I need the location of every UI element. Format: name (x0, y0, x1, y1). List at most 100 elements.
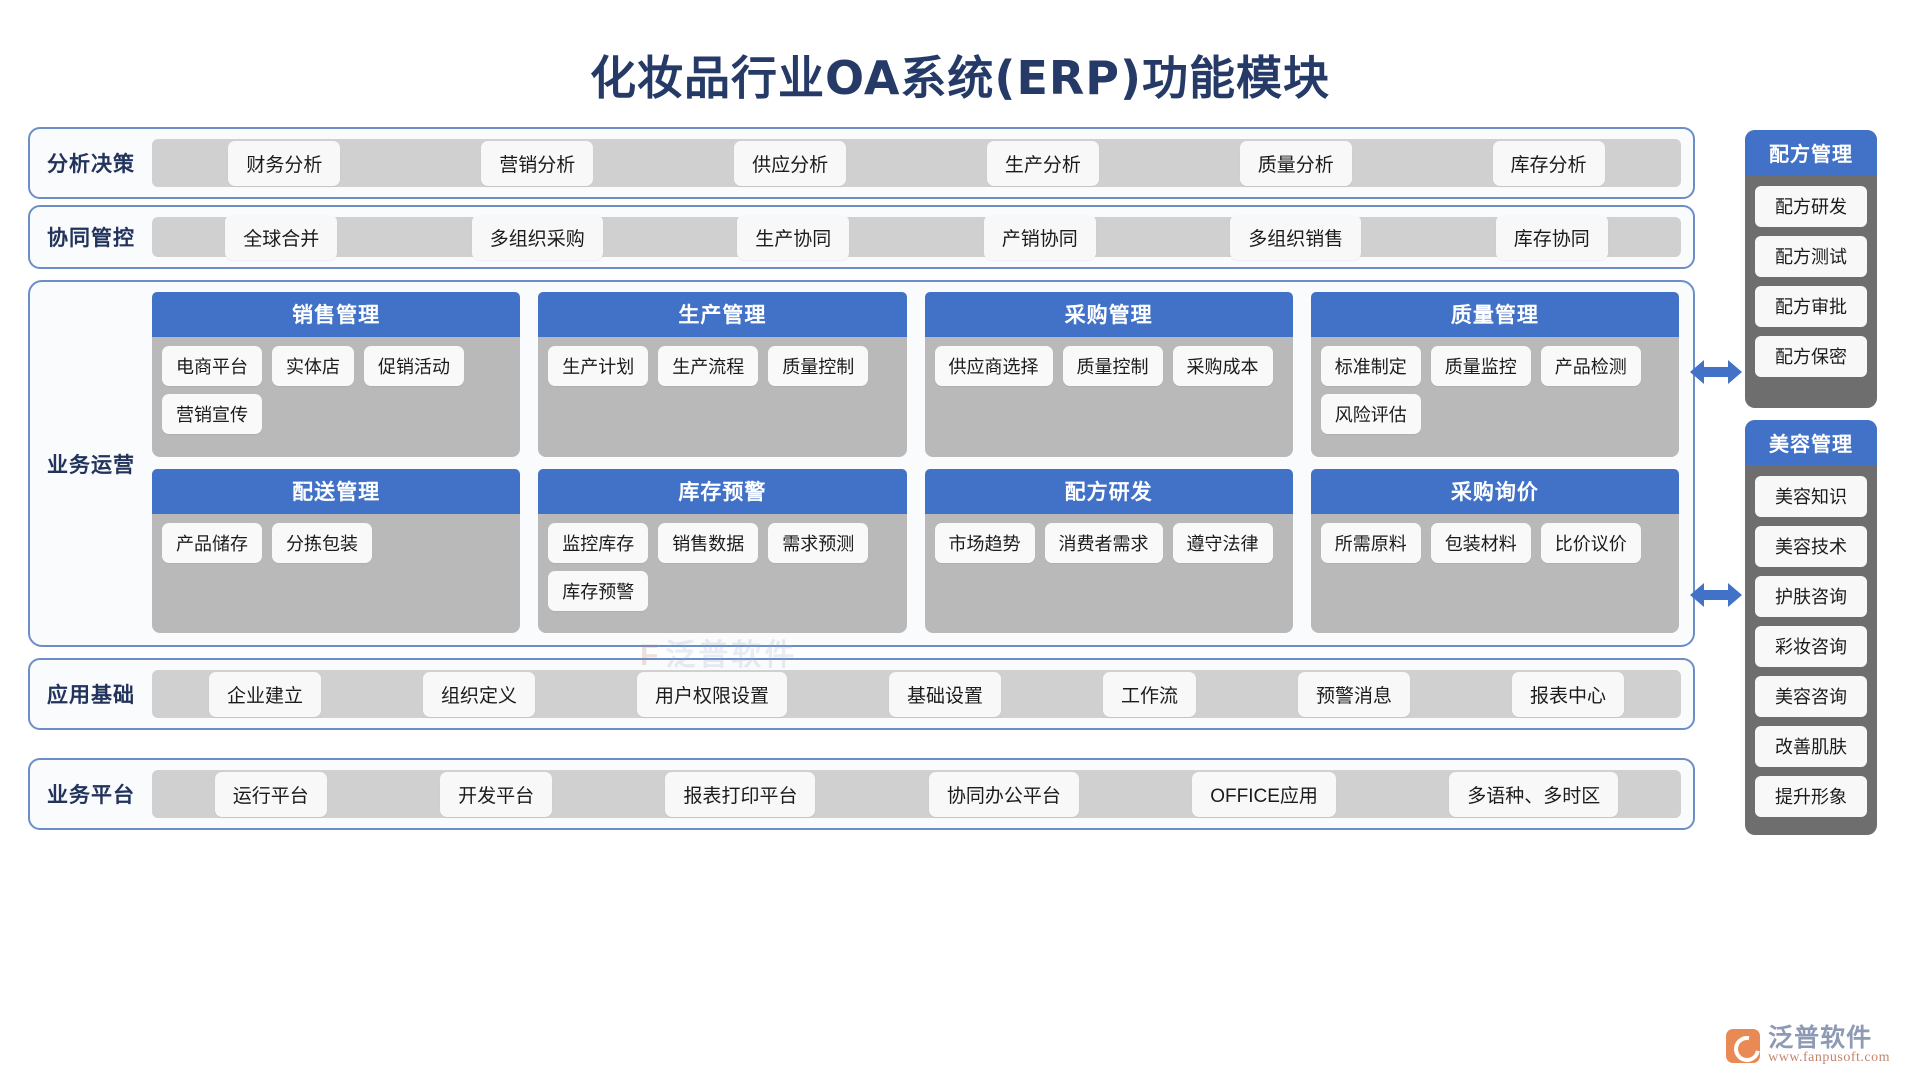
pill-item[interactable]: 多组织采购 (471, 214, 603, 260)
pill-item[interactable]: 库存分析 (1492, 140, 1605, 186)
card-sales-management: 销售管理 电商平台 实体店 促销活动 营销宣传 (152, 292, 521, 457)
pill-item[interactable]: 报表中心 (1511, 671, 1624, 717)
pill-item[interactable]: 营销分析 (481, 140, 594, 186)
card-item[interactable]: 产品检测 (1540, 346, 1641, 386)
pill-item[interactable]: 库存协同 (1495, 214, 1608, 260)
band-label-business-platform: 业务平台 (47, 784, 135, 807)
sidebar-item[interactable]: 配方研发 (1755, 186, 1867, 227)
card-body: 标准制定 质量监控 产品检测 风险评估 (1310, 337, 1679, 457)
pill-item[interactable]: 生产分析 (986, 140, 1099, 186)
sidebar-item[interactable]: 配方测试 (1755, 236, 1867, 277)
band-business-platform: 业务平台 运行平台 开发平台 报表打印平台 协同办公平台 OFFICE应用 多语… (28, 758, 1695, 830)
card-item[interactable]: 市场趋势 (934, 522, 1035, 563)
card-item[interactable]: 消费者需求 (1044, 522, 1163, 563)
pill-item[interactable]: 多组织销售 (1230, 214, 1362, 260)
pill-item[interactable]: 组织定义 (422, 671, 535, 717)
card-item[interactable]: 监控库存 (548, 522, 649, 563)
card-item[interactable]: 质量控制 (1062, 346, 1163, 386)
business-operations-panel: 业务运营 销售管理 电商平台 实体店 促销活动 营销宣传 生产管理 生产计划 生… (28, 280, 1695, 647)
card-title: 销售管理 (152, 292, 521, 337)
card-item[interactable]: 销售数据 (658, 522, 759, 563)
card-quality-management: 质量管理 标准制定 质量监控 产品检测 风险评估 (1310, 292, 1679, 457)
double-arrow-icon-formula (1690, 357, 1742, 387)
page-title: 化妆品行业OA系统(ERP)功能模块 (589, 51, 1331, 105)
band-collaborative-control: 协同管控 全球合并 多组织采购 生产协同 产销协同 多组织销售 库存协同 (28, 205, 1695, 269)
pill-item[interactable]: 工作流 (1102, 671, 1196, 717)
band-track-application-foundation: 企业建立 组织定义 用户权限设置 基础设置 工作流 预警消息 报表中心 (152, 670, 1681, 718)
pill-item[interactable]: OFFICE应用 (1192, 771, 1336, 817)
card-item[interactable]: 营销宣传 (162, 394, 262, 434)
sidebar-item[interactable]: 美容技术 (1755, 526, 1867, 567)
card-title: 采购询价 (1310, 468, 1679, 514)
card-title: 生产管理 (538, 292, 907, 337)
card-item[interactable]: 质量控制 (768, 346, 869, 386)
sidebar-formula-management: 配方管理 配方研发 配方测试 配方审批 配方保密 (1745, 130, 1877, 408)
sidebar-item[interactable]: 护肤咨询 (1755, 576, 1867, 617)
band-label-collaborative-control: 协同管控 (47, 227, 135, 250)
sidebar-items-beauty: 美容知识 美容技术 护肤咨询 彩妆咨询 美容咨询 改善肌肤 提升形象 (1745, 466, 1877, 817)
card-item[interactable]: 电商平台 (162, 346, 262, 386)
pill-item[interactable]: 多语种、多时区 (1449, 771, 1619, 817)
card-item[interactable]: 采购成本 (1172, 346, 1273, 386)
card-title: 质量管理 (1310, 292, 1679, 337)
card-item[interactable]: 促销活动 (364, 346, 464, 386)
card-item[interactable]: 产品储存 (162, 522, 262, 563)
card-delivery-management: 配送管理 产品储存 分拣包装 (152, 468, 521, 633)
card-body: 生产计划 生产流程 质量控制 (538, 337, 907, 457)
sidebar-item[interactable]: 配方审批 (1755, 286, 1867, 327)
card-title: 配方研发 (924, 468, 1293, 514)
card-item[interactable]: 库存预警 (548, 570, 649, 611)
band-track-business-platform: 运行平台 开发平台 报表打印平台 协同办公平台 OFFICE应用 多语种、多时区 (152, 770, 1681, 818)
pill-item[interactable]: 企业建立 (208, 671, 321, 717)
card-item[interactable]: 包装材料 (1430, 522, 1531, 563)
card-body: 产品储存 分拣包装 (152, 513, 521, 633)
card-item[interactable]: 供应商选择 (934, 346, 1053, 386)
sidebar-title-formula: 配方管理 (1745, 130, 1877, 176)
card-item[interactable]: 标准制定 (1320, 346, 1421, 386)
brand-text: 泛普软件 www.fanpusoft.com (1768, 1025, 1890, 1066)
card-formula-rnd: 配方研发 市场趋势 消费者需求 遵守法律 (924, 468, 1293, 633)
band-track-collaborative-control: 全球合并 多组织采购 生产协同 产销协同 多组织销售 库存协同 (152, 214, 1681, 260)
sidebar-item[interactable]: 提升形象 (1755, 776, 1867, 817)
pill-item[interactable]: 质量分析 (1239, 140, 1352, 186)
pill-item[interactable]: 报表打印平台 (665, 771, 816, 817)
pill-item[interactable]: 运行平台 (214, 771, 327, 817)
card-item[interactable]: 所需原料 (1320, 522, 1421, 563)
card-body: 监控库存 销售数据 需求预测 库存预警 (538, 513, 907, 633)
card-purchase-inquiry: 采购询价 所需原料 包装材料 比价议价 (1310, 468, 1679, 633)
card-item[interactable]: 质量监控 (1430, 346, 1531, 386)
ops-label: 业务运营 (47, 453, 135, 477)
sidebar-item[interactable]: 改善肌肤 (1755, 726, 1867, 767)
band-track-analysis-decision: 财务分析 营销分析 供应分析 生产分析 质量分析 库存分析 (152, 139, 1681, 187)
pill-item[interactable]: 用户权限设置 (636, 671, 787, 717)
pill-item[interactable]: 供应分析 (734, 140, 847, 186)
band-analysis-decision: 分析决策 财务分析 营销分析 供应分析 生产分析 质量分析 库存分析 (28, 127, 1695, 199)
card-item[interactable]: 实体店 (272, 346, 354, 386)
card-item[interactable]: 需求预测 (768, 522, 869, 563)
card-procurement-management: 采购管理 供应商选择 质量控制 采购成本 (924, 292, 1293, 457)
card-item[interactable]: 分拣包装 (272, 522, 372, 563)
pill-item[interactable]: 开发平台 (440, 771, 553, 817)
card-item[interactable]: 比价议价 (1540, 522, 1641, 563)
card-body: 市场趋势 消费者需求 遵守法律 (924, 513, 1293, 633)
card-inventory-alert: 库存预警 监控库存 销售数据 需求预测 库存预警 (538, 468, 907, 633)
pill-item[interactable]: 财务分析 (228, 140, 341, 186)
pill-item[interactable]: 生产协同 (737, 214, 850, 260)
sidebar-item[interactable]: 美容知识 (1755, 476, 1867, 517)
card-item[interactable]: 生产计划 (548, 346, 649, 386)
pill-item[interactable]: 产销协同 (983, 214, 1096, 260)
sidebar-item[interactable]: 美容咨询 (1755, 676, 1867, 717)
sidebar-item[interactable]: 配方保密 (1755, 336, 1867, 377)
pill-item[interactable]: 预警消息 (1297, 671, 1410, 717)
card-item[interactable]: 遵守法律 (1172, 522, 1273, 563)
card-item[interactable]: 风险评估 (1320, 394, 1421, 434)
sidebar-item[interactable]: 彩妆咨询 (1755, 626, 1867, 667)
pill-item[interactable]: 全球合并 (225, 214, 338, 260)
pill-item[interactable]: 基础设置 (888, 671, 1001, 717)
sidebar-beauty-management: 美容管理 美容知识 美容技术 护肤咨询 彩妆咨询 美容咨询 改善肌肤 提升形象 (1745, 420, 1877, 835)
brand-name: 泛普软件 (1768, 1024, 1873, 1053)
pill-item[interactable]: 协同办公平台 (928, 771, 1079, 817)
brand-mark-icon (1726, 1028, 1761, 1063)
card-item[interactable]: 生产流程 (658, 346, 759, 386)
